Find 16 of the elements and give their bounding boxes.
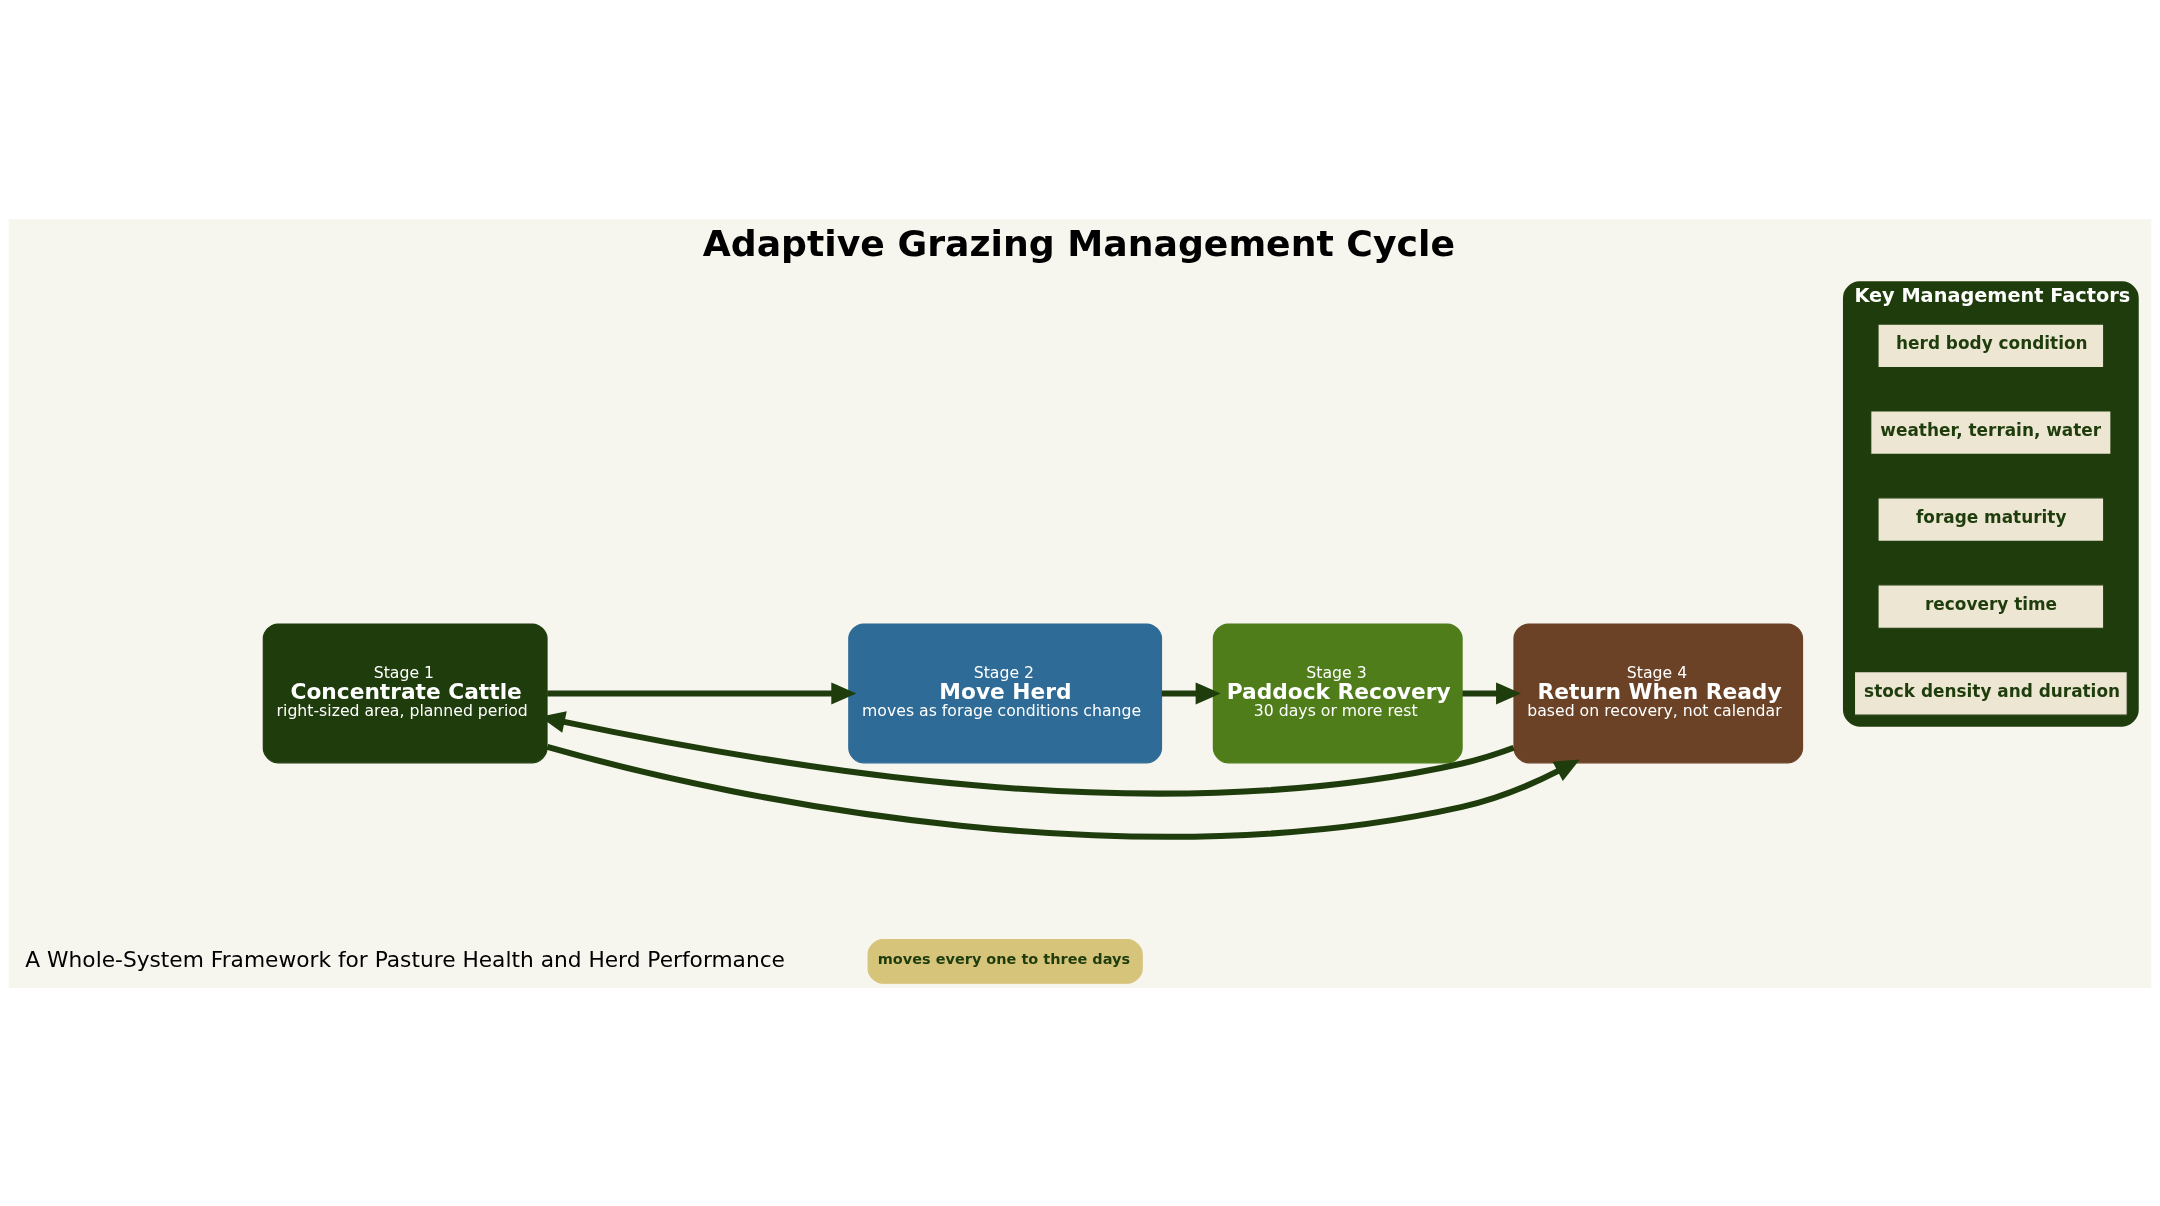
arrow: [546, 743, 1580, 839]
node-box: stock density and duration: [1853, 670, 2128, 716]
node-box: herd body condition: [1877, 322, 2105, 368]
node-box: recovery time: [1877, 583, 2105, 629]
node-box: Stage 4 Return When Ready based on recovery, not calendar: [1513, 622, 1804, 763]
arrow: [547, 682, 857, 704]
node-box: Stage 3 Paddock Recovery 30 days or more rest: [1212, 622, 1463, 763]
label: moves every one to three days: [877, 950, 1131, 967]
node-box: Stage 2 Move Herd moves as forage conditions change: [848, 622, 1163, 763]
arrow: [1462, 682, 1522, 704]
arrow: [1161, 682, 1221, 704]
node-box: forage maturity: [1877, 496, 2105, 542]
label: A Whole-System Framework for Pasture Health and Herd Performance: [25, 946, 785, 972]
node-box: weather, terrain, water: [1870, 409, 2112, 455]
diagram-title: Adaptive Grazing Management Cycle: [702, 221, 1455, 265]
node-box: Stage 1 Concentrate Cattle right-sized area, planned period: [262, 622, 548, 763]
